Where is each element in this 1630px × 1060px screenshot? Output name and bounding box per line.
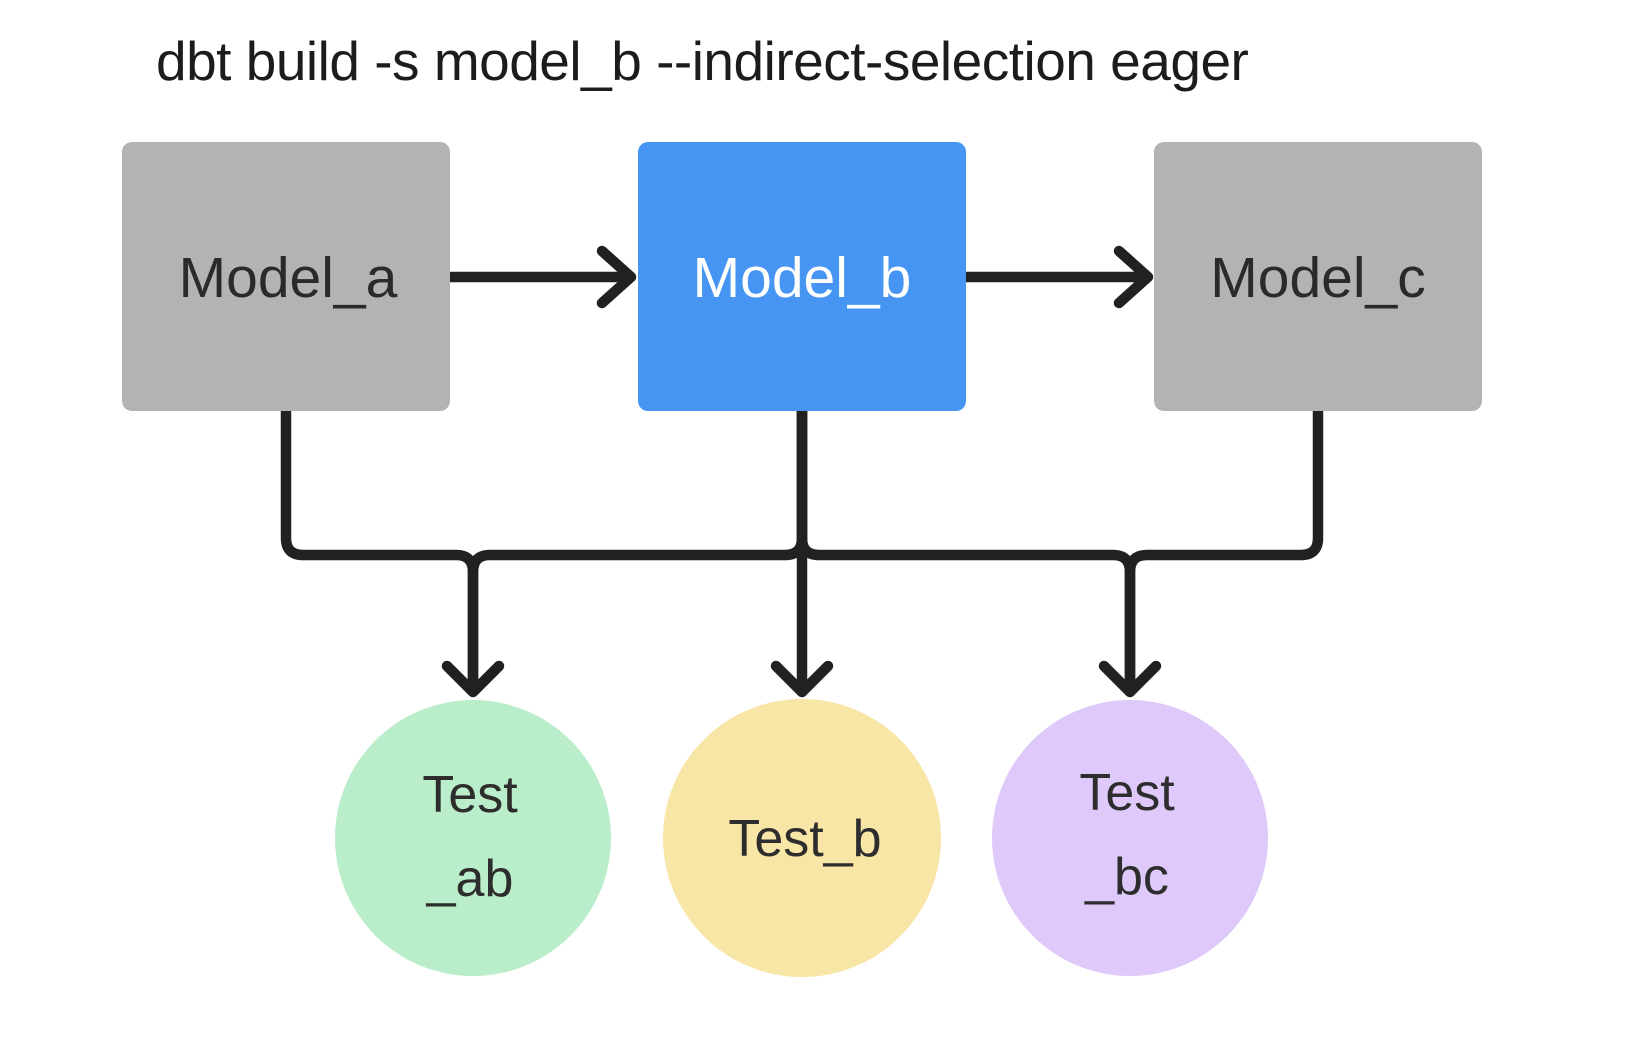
node-test-ab: Test _ab: [335, 700, 611, 976]
test-bc-label-line1: Test: [1079, 764, 1175, 822]
model-b-label: Model_b: [693, 246, 912, 310]
node-model-b: Model_b: [638, 142, 966, 411]
arrowhead-test-b: [770, 660, 834, 698]
edge-model-c-to-test-bc: [1124, 405, 1324, 694]
model-a-label: Model_a: [179, 246, 398, 310]
edge-model-b-to-test-bc: [796, 405, 1136, 694]
test-ab-label-line1: Test: [422, 766, 518, 824]
model-a-box: [122, 142, 450, 411]
node-model-a: Model_a: [122, 142, 450, 411]
node-test-b: Test_b: [663, 699, 941, 977]
diagram-title: dbt build -s model_b --indirect-selectio…: [156, 30, 1249, 92]
edge-model-b-to-test-ab: [467, 405, 808, 694]
test-bc-label-line2: _bc: [1084, 848, 1169, 906]
model-c-box: [1154, 142, 1482, 411]
test-bc-circle: [992, 700, 1268, 976]
test-ab-circle: [335, 700, 611, 976]
node-test-bc: Test _bc: [992, 700, 1268, 976]
model-b-box: [638, 142, 966, 411]
node-model-c: Model_c: [1154, 142, 1482, 411]
test-b-label: Test_b: [728, 810, 881, 868]
model-c-label: Model_c: [1210, 246, 1425, 310]
test-ab-label-line2: _ab: [426, 850, 514, 908]
test-b-circle: [663, 699, 941, 977]
arrowhead-model-c-left: [1113, 245, 1154, 309]
arrowhead-test-ab: [441, 660, 505, 698]
arrowhead-model-b-left: [596, 245, 637, 309]
arrowhead-test-bc: [1098, 660, 1162, 698]
edge-model-a-to-test-ab: [280, 405, 479, 694]
